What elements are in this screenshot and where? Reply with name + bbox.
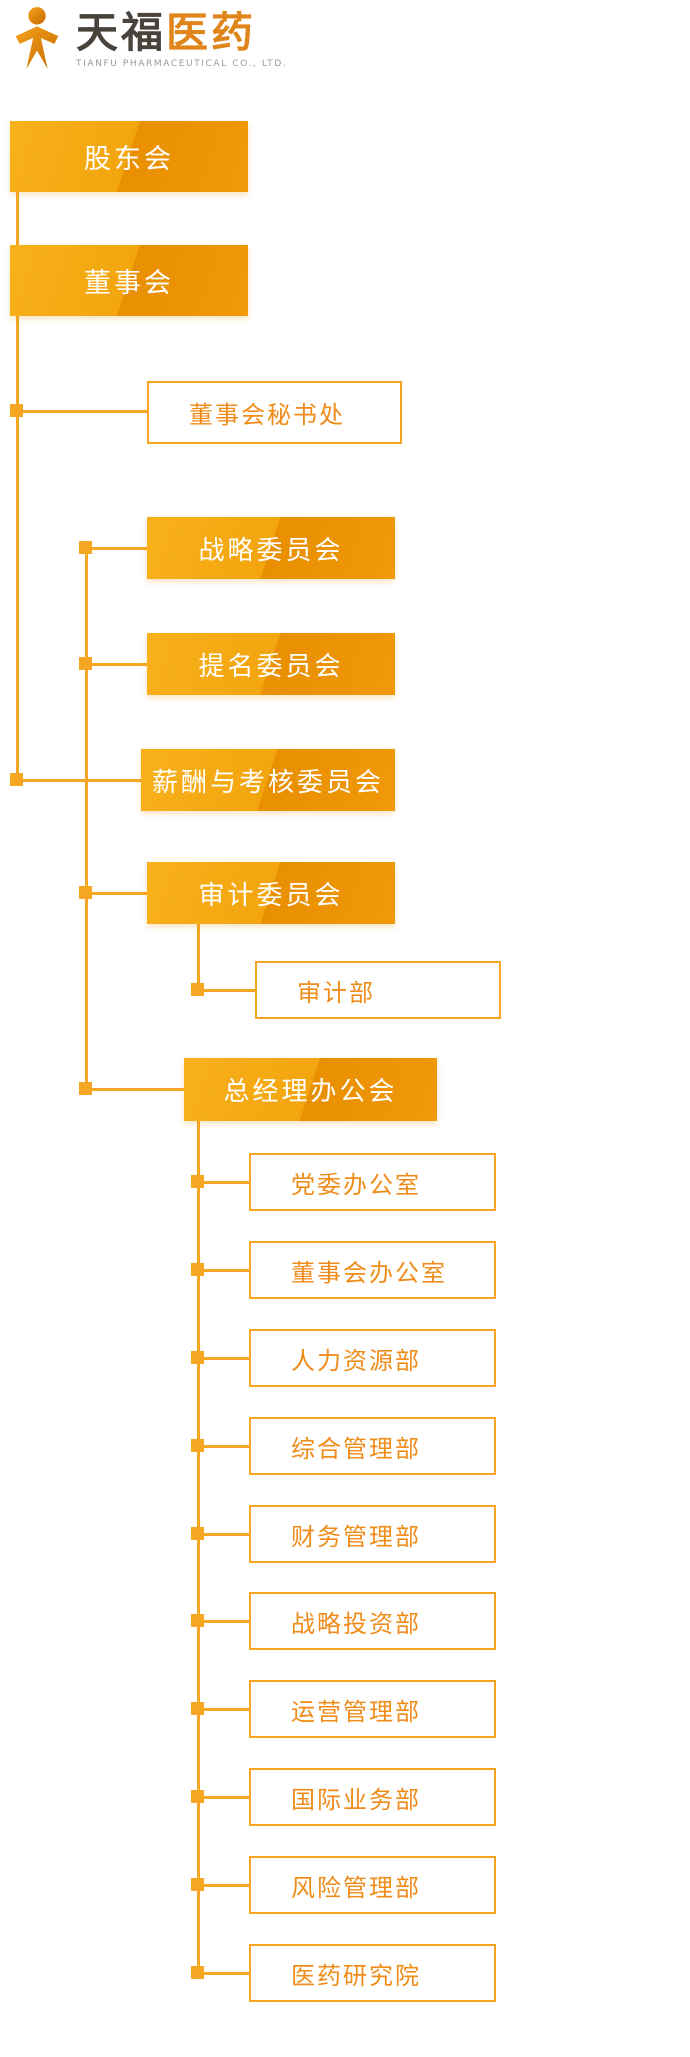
connector-line	[197, 1445, 249, 1448]
node-label: 战略投资部	[291, 1609, 421, 1638]
connector-joint	[191, 1614, 204, 1627]
connector-joint	[79, 1082, 92, 1095]
connector-line	[16, 192, 19, 245]
connector-joint	[191, 1966, 204, 1979]
connector-line	[85, 1088, 184, 1091]
node-label: 薪酬与考核委员会	[151, 767, 384, 798]
node-label: 战略委员会	[198, 535, 344, 566]
connector-line	[85, 892, 147, 895]
node-pharmaceutical-research-institute: 医药研究院	[249, 1944, 496, 2002]
node-label: 财务管理部	[291, 1522, 421, 1551]
node-label: 运营管理部	[291, 1697, 421, 1726]
node-human-resources-dept: 人力资源部	[249, 1329, 496, 1387]
node-label: 党委办公室	[291, 1170, 421, 1199]
node-audit-department: 审计部	[255, 961, 501, 1019]
connector-joint	[79, 541, 92, 554]
connector-line	[197, 1972, 249, 1975]
connector-joint	[191, 1702, 204, 1715]
connector-line	[197, 989, 255, 992]
node-audit-committee: 审计委员会	[147, 862, 395, 924]
node-label: 综合管理部	[291, 1434, 421, 1463]
node-label: 董事会办公室	[291, 1258, 447, 1287]
connector-line	[197, 1121, 200, 1974]
connector-joint	[191, 1527, 204, 1540]
connector-line	[197, 1884, 249, 1887]
node-nomination-committee: 提名委员会	[147, 633, 395, 695]
connector-line	[16, 410, 147, 413]
connector-joint	[191, 1263, 204, 1276]
node-financial-management-dept: 财务管理部	[249, 1505, 496, 1563]
logo-title-accent: 医药	[166, 7, 257, 57]
node-label: 董事会秘书处	[189, 401, 345, 429]
logo: 天福医药 TIANFU PHARMACEUTICAL CO., LTD.	[8, 6, 287, 72]
node-label: 股东会	[84, 144, 174, 175]
connector-joint	[191, 1790, 204, 1803]
connector-line	[197, 1708, 249, 1711]
node-label: 医药研究院	[291, 1961, 421, 1990]
connector-line	[197, 1357, 249, 1360]
connector-joint	[10, 773, 23, 786]
connector-line	[16, 779, 141, 782]
node-general-manager-office: 总经理办公会	[184, 1058, 437, 1121]
connector-line	[197, 924, 200, 991]
node-label: 审计委员会	[198, 880, 344, 911]
node-operations-management-dept: 运营管理部	[249, 1680, 496, 1738]
node-board-secretariat: 董事会秘书处	[147, 381, 402, 444]
node-board-of-directors: 董事会	[10, 245, 248, 316]
connector-joint	[191, 1439, 204, 1452]
node-party-committee-office: 党委办公室	[249, 1153, 496, 1211]
connector-joint	[79, 886, 92, 899]
node-shareholders-meeting: 股东会	[10, 121, 248, 192]
node-strategy-committee: 战略委员会	[147, 517, 395, 579]
logo-title: 天福医药	[76, 7, 287, 57]
logo-subtitle: TIANFU PHARMACEUTICAL CO., LTD.	[76, 58, 288, 69]
node-label: 人力资源部	[291, 1346, 421, 1375]
connector-joint	[191, 1175, 204, 1188]
node-label: 董事会	[84, 268, 174, 299]
node-label: 风险管理部	[291, 1873, 421, 1902]
connector-joint	[191, 1351, 204, 1364]
node-board-office: 董事会办公室	[249, 1241, 496, 1299]
person-figure-icon	[15, 7, 59, 69]
node-label: 国际业务部	[291, 1785, 421, 1814]
node-remuneration-assessment-committee: 薪酬与考核委员会	[141, 749, 395, 811]
connector-line	[85, 663, 147, 666]
node-risk-management-dept: 风险管理部	[249, 1856, 496, 1914]
logo-title-primary: 天福	[76, 7, 167, 57]
connector-line	[16, 316, 19, 781]
node-label: 提名委员会	[198, 651, 344, 682]
connector-joint	[10, 404, 23, 417]
connector-line	[85, 547, 147, 550]
logo-text: 天福医药 TIANFU PHARMACEUTICAL CO., LTD.	[76, 7, 288, 69]
connector-line	[197, 1181, 249, 1184]
node-general-management-dept: 综合管理部	[249, 1417, 496, 1475]
connector-line	[85, 548, 88, 1090]
node-international-business-dept: 国际业务部	[249, 1768, 496, 1826]
connector-line	[197, 1533, 249, 1536]
connector-line	[197, 1796, 249, 1799]
connector-joint	[191, 1878, 204, 1891]
connector-line	[197, 1269, 249, 1272]
node-label: 总经理办公会	[223, 1077, 398, 1107]
node-label: 审计部	[297, 978, 375, 1007]
connector-joint	[79, 657, 92, 670]
connector-joint	[191, 983, 204, 996]
node-strategic-investment-dept: 战略投资部	[249, 1592, 496, 1650]
connector-line	[197, 1620, 249, 1623]
